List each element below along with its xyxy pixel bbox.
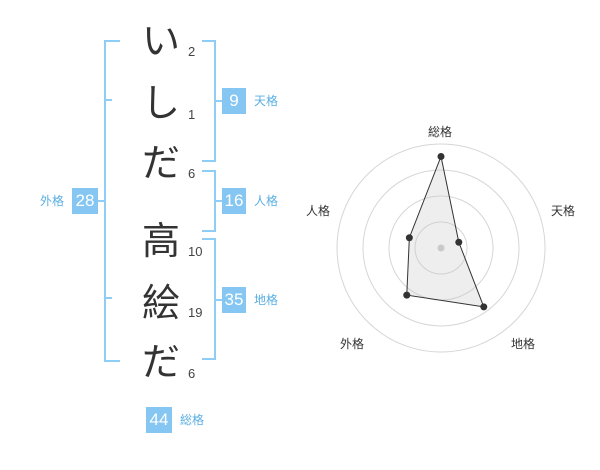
family-char-1: い [141,19,180,63]
radar-point-3 [403,291,411,299]
jinkaku-label: 人格 [254,194,279,208]
radar-point-2 [480,303,488,311]
radar-point-1 [455,238,463,246]
given-char-2: 絵 [141,281,180,325]
jinkaku-bracket [202,170,216,232]
chikaku-bracket [202,238,216,360]
chikaku-badge: 35 [222,287,246,313]
radar-label-soukaku: 総格 [428,125,453,139]
tenkaku-label: 天格 [254,94,279,108]
family-char-3: だ [141,141,180,185]
radar-ring [336,143,546,353]
tenkaku-badge: 9 [222,88,246,114]
radar-label-gaikaku: 外格 [340,337,365,351]
given-stroke-3: 6 [188,366,196,381]
family-stroke-1: 2 [188,44,196,59]
radar-label-jinkaku: 人格 [306,204,331,218]
chikaku-connector [216,299,222,301]
soukaku-badge: 44 [146,407,172,433]
given-char-1: 高 [141,219,180,263]
given-stroke-1: 10 [188,244,203,259]
given-stroke-2: 19 [188,305,203,320]
radar-ring [414,221,468,275]
radar-polygon [406,154,485,308]
gaikaku-tick-top [104,99,112,101]
jinkaku-connector [216,200,222,202]
soukaku-label: 総格 [180,413,205,427]
radar-label-tenkaku: 天格 [551,204,576,218]
radar-ring [362,169,520,327]
family-stroke-3: 6 [188,166,196,181]
gaikaku-badge: 28 [72,188,98,214]
jinkaku-badge: 16 [222,188,246,214]
family-stroke-2: 1 [188,107,196,122]
radar-point-0 [437,152,445,160]
family-char-2: し [141,81,180,125]
chikaku-label: 地格 [254,293,279,307]
gaikaku-bracket [104,40,120,362]
gaikaku-connector [98,200,104,202]
gaikaku-label: 外格 [40,194,65,208]
given-char-3: だ [141,340,180,384]
radar-point-4 [405,234,413,242]
tenkaku-connector [216,100,222,102]
tenkaku-bracket [202,40,216,162]
gaikaku-tick-bottom [104,297,112,299]
radar-label-chikaku: 地格 [511,337,536,351]
radar-center-dot [437,244,445,252]
